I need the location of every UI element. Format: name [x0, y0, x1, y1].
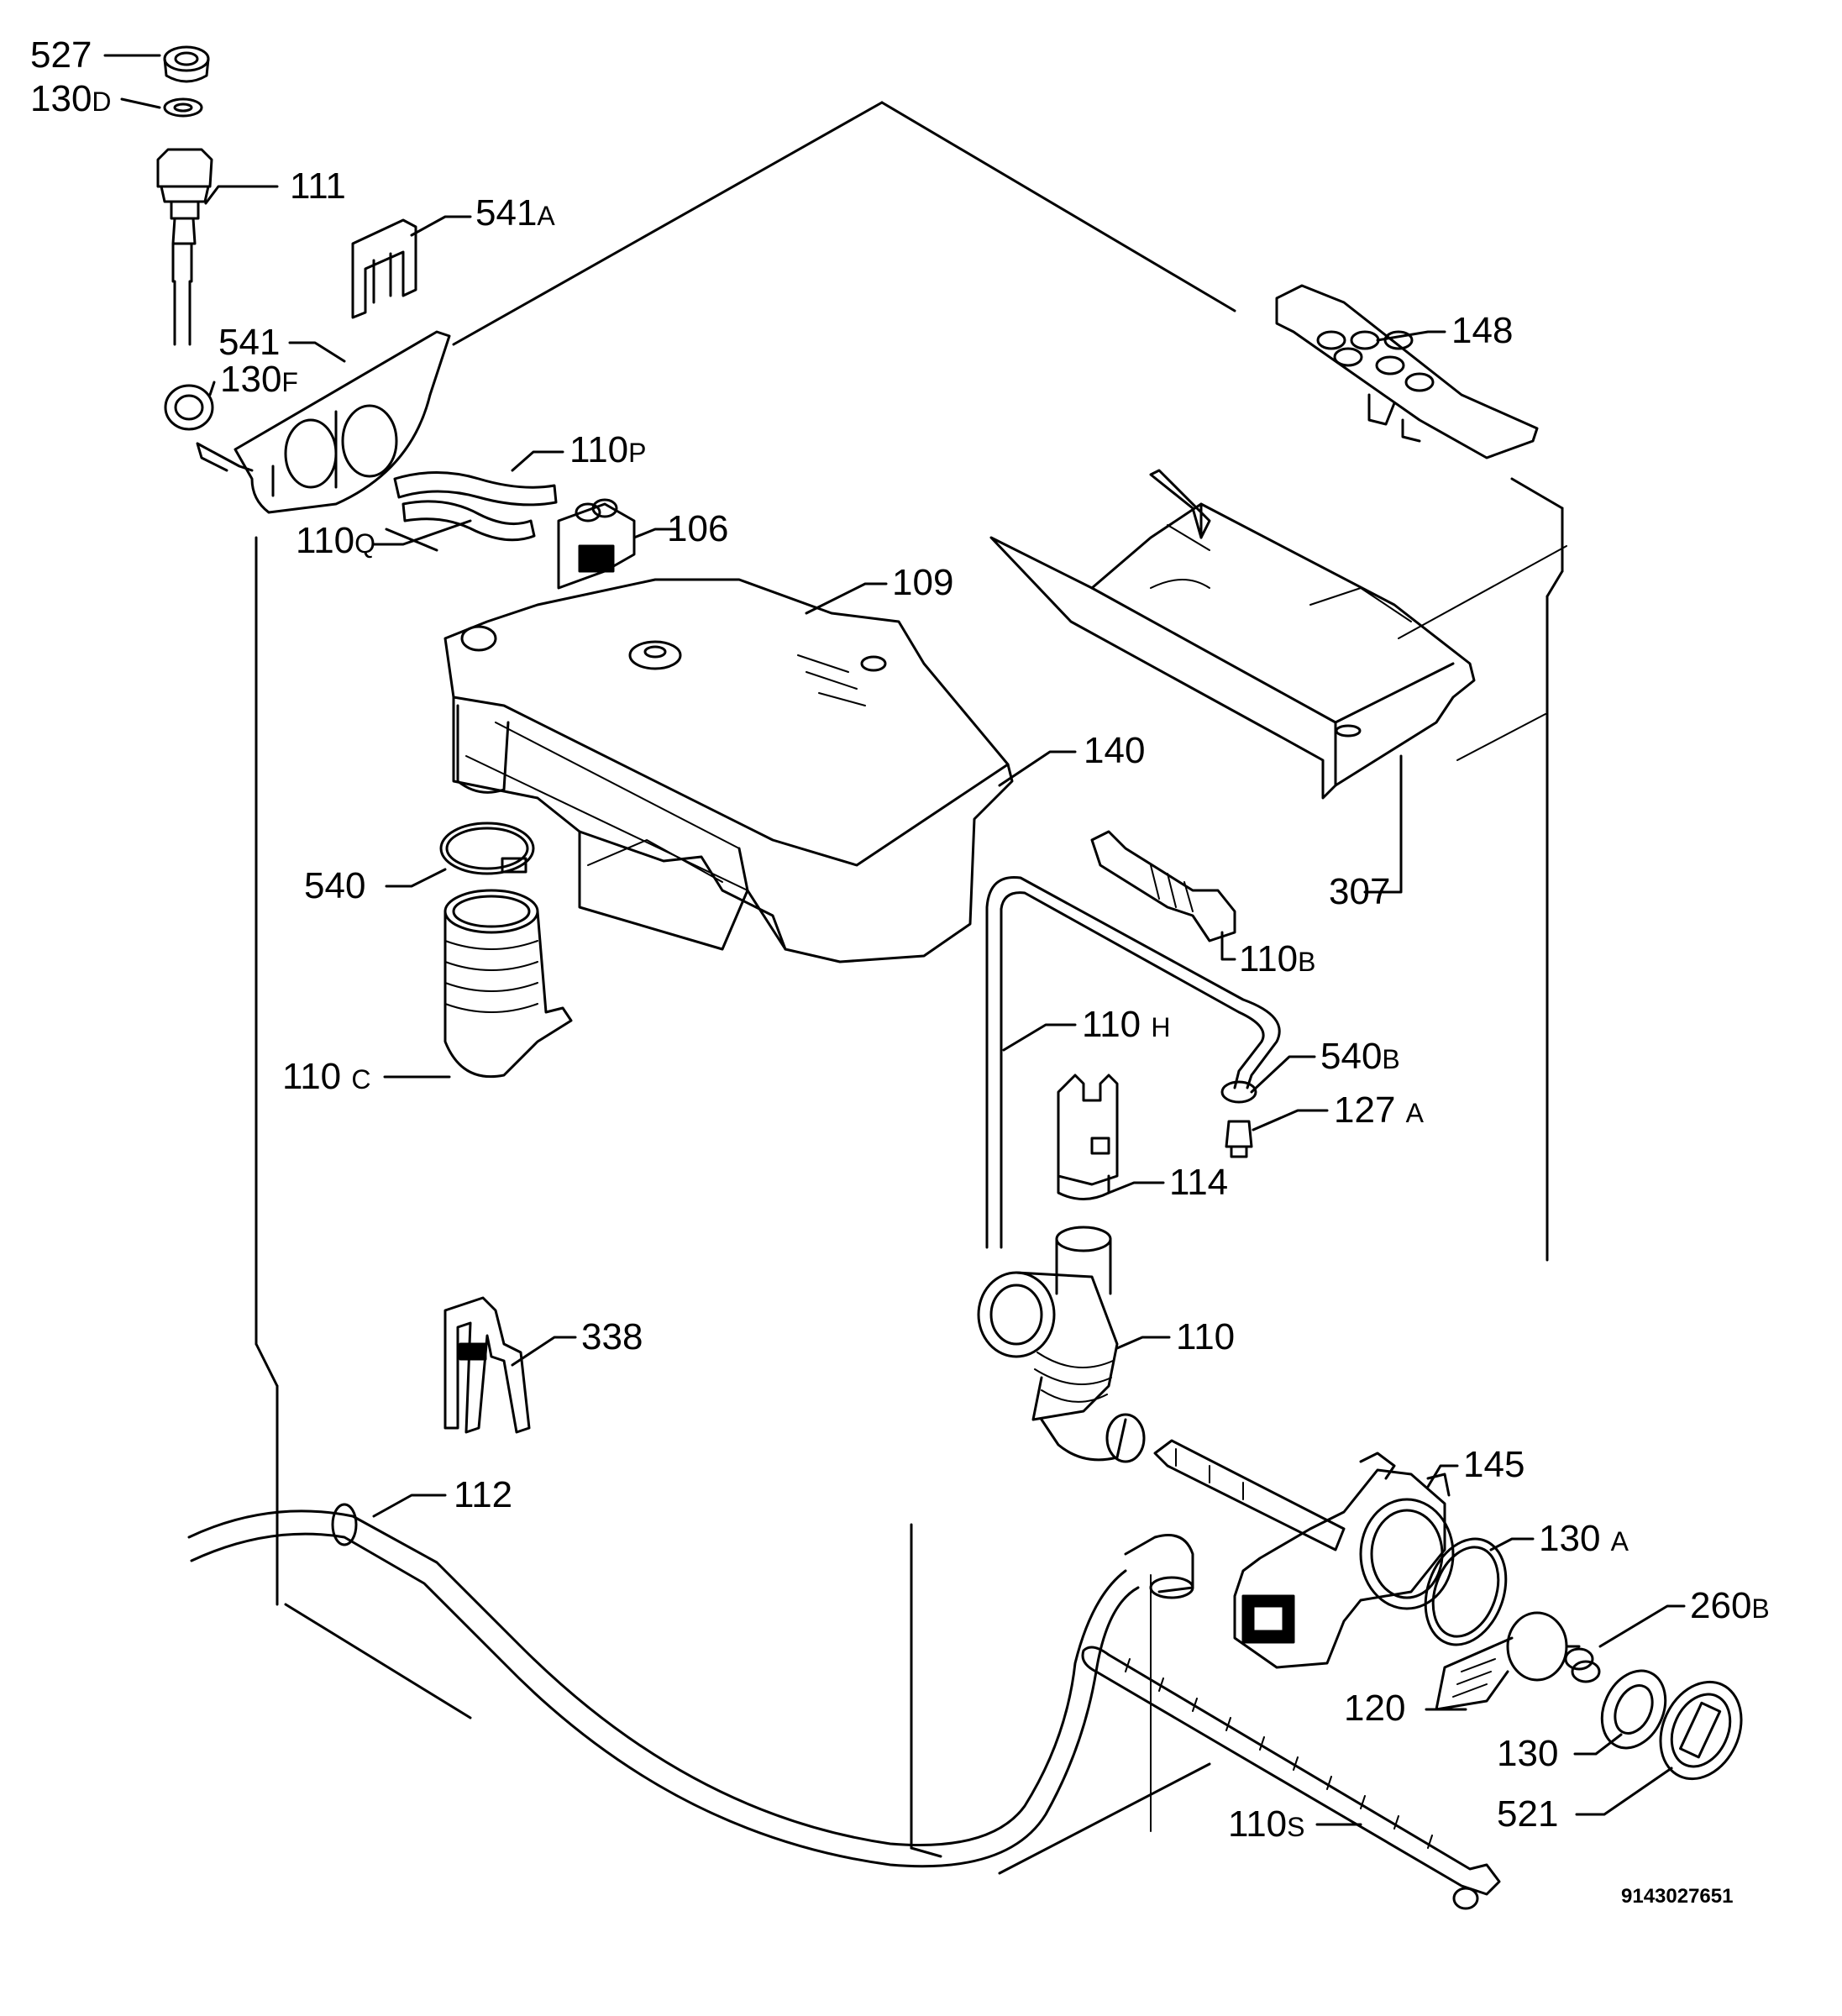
callout-521: 521 [1497, 1793, 1559, 1835]
callout-127a: 127 A [1334, 1089, 1424, 1131]
callout-120: 120 [1344, 1688, 1406, 1729]
seal-130a [1424, 1537, 1508, 1646]
clamp-540 [439, 822, 535, 875]
pump-145 [1153, 1439, 1455, 1669]
callout-130f: 130F [220, 359, 298, 400]
callout-130: 130 [1497, 1733, 1559, 1774]
callout-140: 140 [1084, 730, 1146, 771]
dispenser-drawer-307 [989, 469, 1476, 800]
gasket-130 [1600, 1669, 1667, 1750]
callout-540: 540 [304, 865, 366, 906]
callout-130a: 130 A [1539, 1518, 1629, 1559]
drain-hose-112 [187, 1503, 1194, 1868]
callout-114: 114 [1169, 1162, 1229, 1203]
hose-110s [1081, 1646, 1501, 1910]
callout-145: 145 [1463, 1444, 1525, 1485]
hose-110b [1090, 830, 1236, 942]
fitting-127a [1225, 1120, 1253, 1158]
panel-541 [196, 330, 451, 514]
valve-106 [557, 498, 636, 590]
callout-110c: 110 C [282, 1056, 371, 1097]
callout-541a: 541A [475, 192, 555, 234]
drawing-code: 9143027651 [1621, 1885, 1734, 1908]
air-chamber-114 [1057, 1074, 1119, 1200]
nut-130f [164, 384, 214, 431]
hoses-110p-110q [393, 471, 558, 542]
callout-112: 112 [454, 1474, 513, 1515]
bellows-110c [443, 889, 573, 1079]
callout-540b: 540B [1320, 1036, 1400, 1077]
callout-110s: 110S [1228, 1803, 1305, 1845]
washer-130d [163, 97, 203, 118]
hose-110h [985, 875, 1281, 1249]
cover-148 [1275, 284, 1539, 459]
callout-260b: 260B [1690, 1585, 1770, 1626]
dispenser-housing-109-140 [443, 578, 1014, 963]
callout-110p: 110P [569, 429, 647, 470]
callout-130d: 130D [30, 78, 112, 119]
callout-110b: 110B [1239, 938, 1316, 979]
callout-110h: 110 H [1082, 1004, 1171, 1045]
cabinet-outline [255, 101, 1567, 1875]
leader-lines [103, 54, 1686, 1826]
callout-111: 111 [290, 165, 346, 207]
cap-527 [163, 45, 210, 83]
callout-106: 106 [667, 508, 729, 549]
callout-307: 307 [1329, 871, 1391, 912]
callout-110q: 110Q [296, 520, 376, 561]
callout-110: 110 [1176, 1316, 1236, 1357]
filter-120 [1435, 1611, 1581, 1711]
callout-109: 109 [892, 562, 954, 603]
bracket-338 [443, 1296, 531, 1434]
callout-148: 148 [1451, 310, 1514, 351]
clip-541a [351, 218, 417, 319]
sump-hose-110 [977, 1226, 1146, 1463]
callout-338: 338 [581, 1316, 643, 1357]
inlet-hose-111 [156, 148, 213, 346]
clamp-540b [1220, 1080, 1257, 1104]
callout-541: 541 [218, 322, 281, 363]
cap-521 [1659, 1680, 1743, 1781]
callout-527: 527 [30, 34, 92, 76]
spring-260b [1564, 1647, 1601, 1683]
